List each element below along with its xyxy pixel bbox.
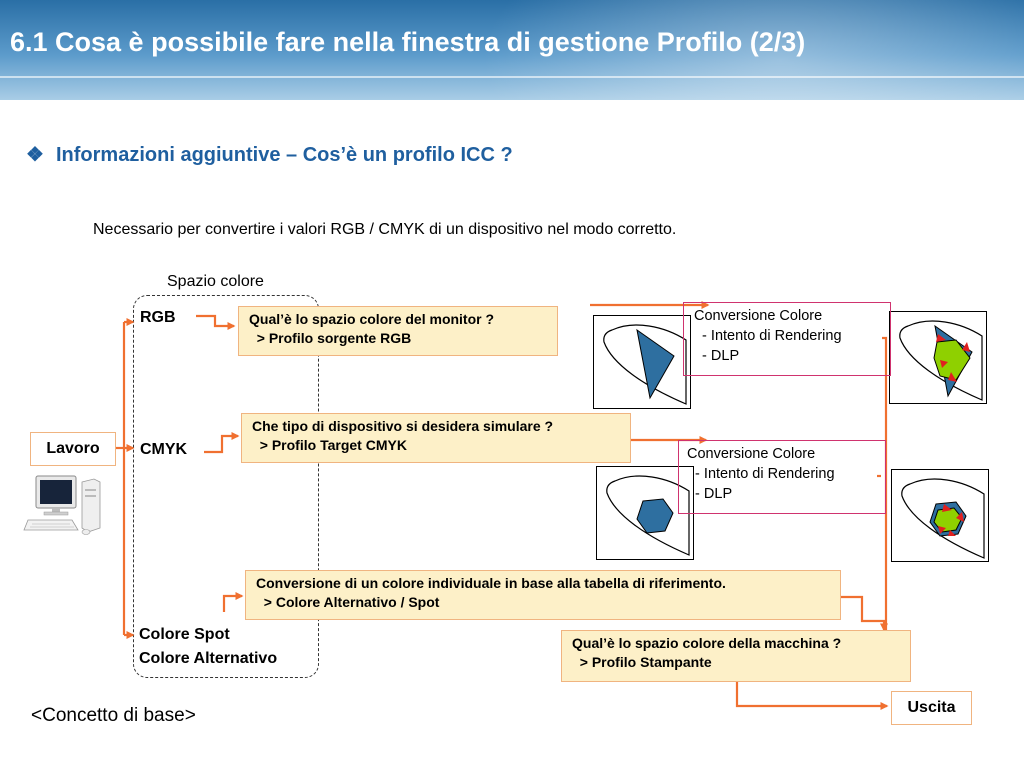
cmyk-profile-box: Che tipo di dispositivo si desidera simu… [241,413,631,463]
spot-color-box: Conversione di un colore individuale in … [245,570,841,620]
rgb-gamut-shape [603,324,687,405]
conversion-2-dlp: - DLP [687,486,733,502]
section-heading-text: Informazioni aggiuntive – Cos’è un profi… [56,144,513,166]
output-box: Uscita [891,691,972,725]
converted-cmyk-gamut-diagram [891,469,989,562]
printer-profile-question: Qual’è lo spazio colore della macchina ? [572,635,842,651]
spot-color-answer: > Colore Alternativo / Spot [256,594,440,610]
color-space-label: Spazio colore [167,273,264,290]
arrow-cmyk-to-box [204,432,240,454]
header-banner: 6.1 Cosa è possibile fare nella finestra… [0,0,1024,100]
converted-rgb-gamut-shape [899,320,983,401]
conversion-1-rendering-intent: - Intento di Rendering [694,328,842,344]
conversion-1-title: Conversione Colore [694,308,823,324]
source-job-box: Lavoro [30,432,116,466]
rgb-profile-answer: > Profilo sorgente RGB [249,330,412,346]
banner-glow [480,0,1024,100]
converted-rgb-gamut-diagram [889,311,987,404]
cmyk-gamut-shape [606,475,690,556]
diamond-bullet-icon: ❖ [26,144,44,166]
cmyk-label: CMYK [140,441,188,458]
intro-text: Necessario per convertire i valori RGB /… [93,221,677,238]
color-conversion-box-1: Conversione Colore - Intento di Renderin… [683,302,891,376]
arrow-spot-to-printer [840,595,888,632]
arrow-spot-to-box [222,592,244,612]
arrow-printer-to-output [735,682,889,710]
cmyk-profile-answer: > Profilo Target CMYK [252,437,407,453]
rgb-profile-box: Qual’è lo spazio colore del monitor ? > … [238,306,558,356]
page-title: 6.1 Cosa è possibile fare nella finestra… [10,27,806,57]
arrow-rgb-to-box [196,314,236,330]
source-job-label: Lavoro [46,440,100,457]
section-heading: ❖ Informazioni aggiuntive – Cos’è un prof… [26,142,513,167]
converted-cmyk-gamut-shape [901,478,985,559]
conversion-2-title: Conversione Colore [687,446,816,462]
color-conversion-box-2: Conversione Colore - Intento di Renderin… [678,440,886,514]
printer-profile-answer: > Profilo Stampante [572,654,712,670]
output-label: Uscita [907,699,956,716]
conversion-1-dlp: - DLP [694,348,740,364]
basic-concept-caption: <Concetto di base> [31,705,196,726]
spot-color-label: Colore Spot [139,626,230,643]
printer-profile-box: Qual’è lo spazio colore della macchina ?… [561,630,911,682]
rgb-label: RGB [140,309,176,326]
conversion-2-rendering-intent: - Intento di Rendering [687,466,835,482]
rgb-profile-question: Qual’è lo spazio colore del monitor ? [249,311,495,327]
color-space-group [133,295,319,678]
alternative-color-label: Colore Alternativo [139,650,278,667]
banner-divider [0,76,1024,78]
spot-color-description: Conversione di un colore individuale in … [256,575,726,591]
cmyk-gamut-diagram [596,466,694,560]
rgb-gamut-diagram [593,315,691,409]
computer-icon [23,475,101,535]
cmyk-profile-question: Che tipo di dispositivo si desidera simu… [252,418,554,434]
arrow-conv1-down [882,336,890,654]
